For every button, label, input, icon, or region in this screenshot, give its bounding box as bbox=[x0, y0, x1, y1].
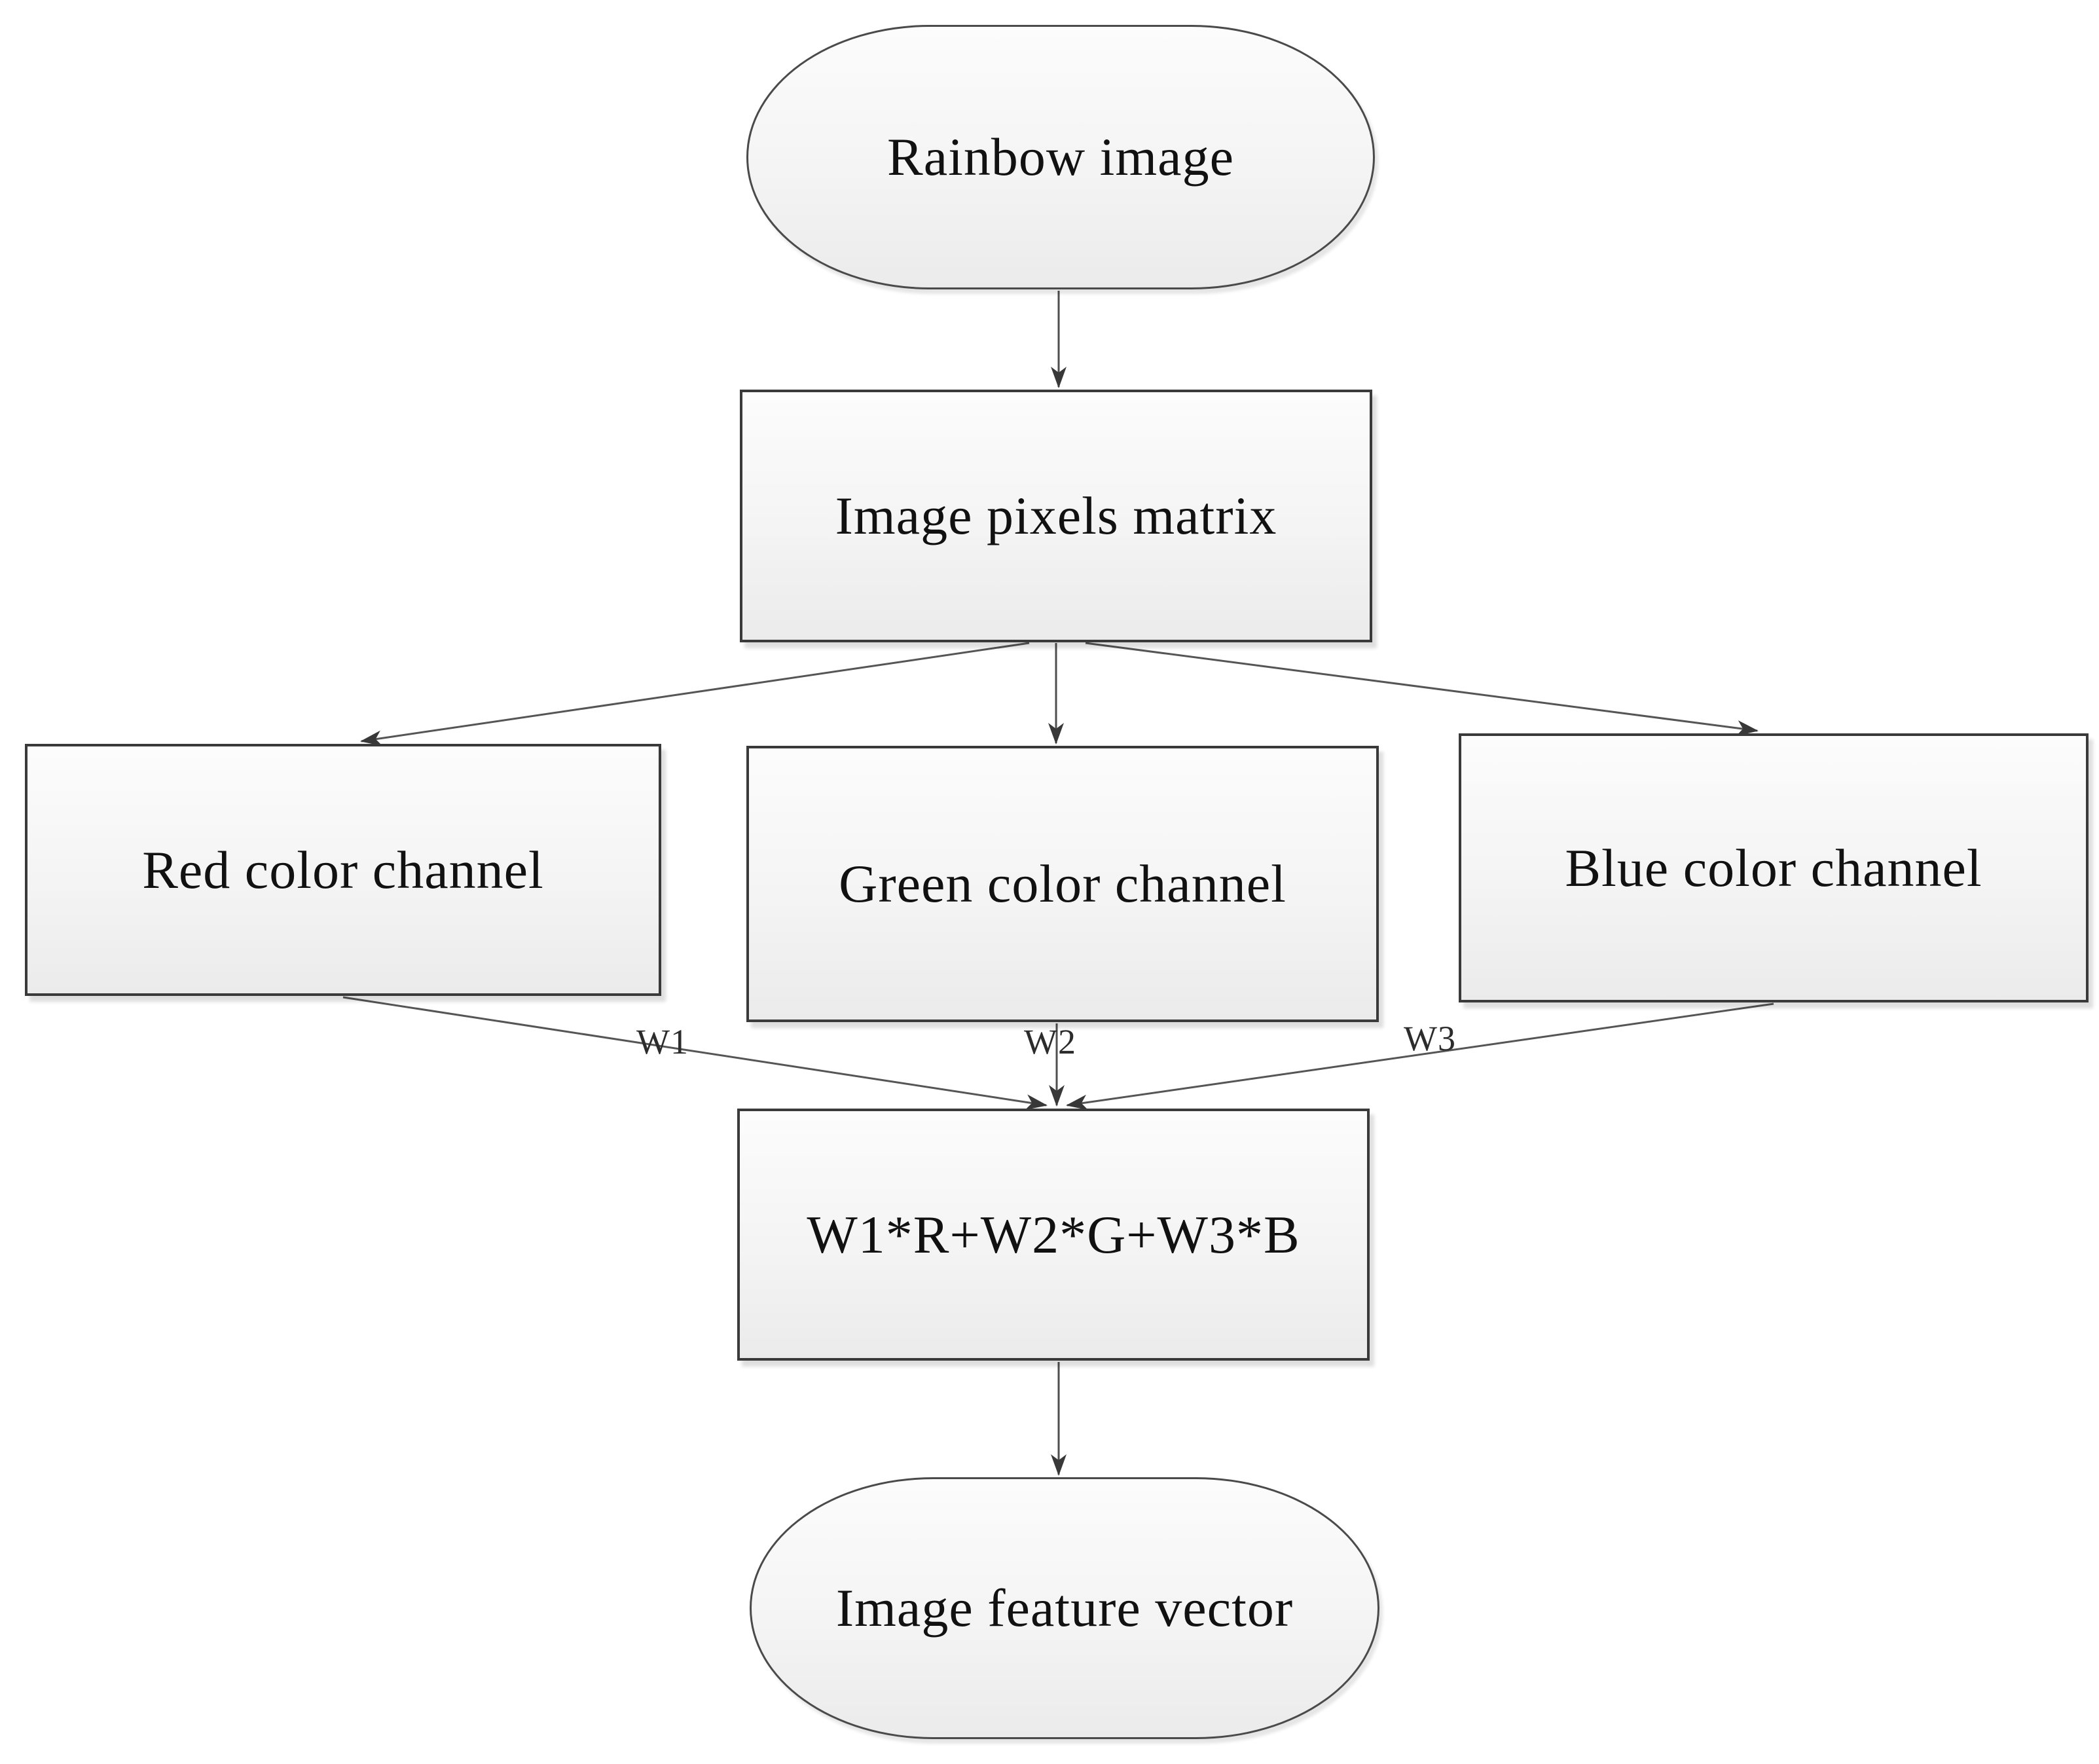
node-green-color-channel: Green color channel bbox=[746, 746, 1379, 1022]
node-image-feature-vector: Image feature vector bbox=[750, 1477, 1379, 1739]
node-image-pixels-matrix-label: Image pixels matrix bbox=[835, 486, 1277, 545]
node-red-color-channel-label: Red color channel bbox=[142, 839, 544, 900]
edge-label-w1: W1 bbox=[636, 1022, 689, 1061]
node-green-color-channel-label: Green color channel bbox=[839, 854, 1287, 913]
edge-label-w3: W3 bbox=[1404, 1019, 1456, 1058]
node-rainbow-image-label: Rainbow image bbox=[887, 127, 1234, 187]
node-weighted-sum: W1*R+W2*G+W3*B bbox=[737, 1109, 1370, 1361]
edge-matrix-to-blue bbox=[1085, 642, 1759, 736]
edge-red-to-sum bbox=[342, 996, 1048, 1111]
node-image-feature-vector-label: Image feature vector bbox=[835, 1578, 1294, 1638]
node-red-color-channel: Red color channel bbox=[25, 744, 661, 996]
edge-matrix-to-red bbox=[360, 642, 1030, 746]
node-blue-color-channel: Blue color channel bbox=[1459, 733, 2089, 1002]
node-weighted-sum-label: W1*R+W2*G+W3*B bbox=[807, 1204, 1300, 1264]
node-rainbow-image: Rainbow image bbox=[746, 25, 1375, 289]
node-blue-color-channel-label: Blue color channel bbox=[1565, 837, 1982, 898]
node-image-pixels-matrix: Image pixels matrix bbox=[740, 390, 1372, 642]
edge-label-w2: W2 bbox=[1024, 1022, 1076, 1061]
edge-blue-to-sum bbox=[1066, 1002, 1774, 1111]
